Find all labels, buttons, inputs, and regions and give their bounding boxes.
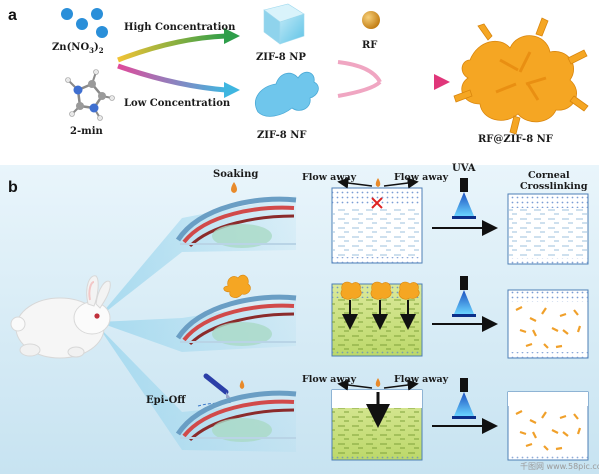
cornea-box-2	[331, 281, 423, 357]
eye-cross-section-1	[175, 196, 297, 248]
uva-lamp-1	[452, 178, 476, 219]
flow-away-label-right: Flow away	[394, 172, 449, 183]
cornea-box-3	[331, 378, 423, 461]
rf-zif8-composite-cluster	[453, 17, 589, 135]
panel-a: a Zn(NO3)2	[0, 0, 599, 165]
rf-merge-arrowhead	[434, 74, 450, 90]
high-concentration-label: High Concentration	[124, 22, 236, 33]
riboflavin-label: RF	[362, 40, 377, 51]
low-concentration-label: Low Concentration	[124, 98, 231, 109]
zif8-nanoflake	[255, 71, 319, 117]
rf-merge-arrow-lower	[337, 80, 382, 98]
drop-icon	[375, 178, 381, 187]
rf-merge-arrow-upper	[337, 60, 382, 84]
crosslinking-label-line1: Corneal	[528, 170, 570, 181]
panel-b: b Soaking	[0, 163, 599, 474]
flow-away-label-left-3: Flow away	[302, 374, 357, 385]
crosslinking-label-line2: Crosslinking	[520, 181, 588, 192]
blocked-cross-icon	[371, 197, 383, 209]
flow-away-arrow-right-3	[383, 379, 419, 391]
low-concentration-arrowhead	[224, 82, 240, 98]
cornea-box-1	[331, 178, 423, 264]
uva-label: UVA	[452, 163, 476, 174]
eye-cross-section-2	[175, 294, 297, 346]
rabbit-illustration	[10, 275, 111, 359]
soaking-label: Soaking	[213, 169, 258, 180]
panel-b-letter: b	[8, 179, 18, 196]
epi-off-label: Epi-Off	[146, 395, 186, 406]
zif8-nanoparticle-cube	[263, 3, 305, 45]
zif8-np-label: ZIF-8 NP	[256, 52, 306, 63]
uva-lamp-3	[452, 378, 476, 419]
zinc-nitrate-spheres	[61, 8, 108, 38]
flow-away-arrow-left	[337, 177, 373, 189]
zif8-nf-label: ZIF-8 NF	[257, 130, 306, 141]
flow-away-label-left: Flow away	[302, 172, 357, 183]
drop-icon	[239, 380, 245, 389]
panel-a-letter: a	[8, 7, 17, 24]
eye-cross-section-3	[175, 390, 297, 442]
methylimidazole-label: 2-min	[70, 126, 103, 137]
flow-away-label-right-3: Flow away	[394, 374, 449, 385]
rabbit-eye	[94, 313, 100, 319]
flow-away-arrow-right	[383, 177, 419, 189]
result-box-3	[507, 391, 589, 461]
high-concentration-arrow	[117, 33, 227, 63]
flow-away-arrow-left-3	[337, 379, 373, 391]
uva-lamp-2	[452, 276, 476, 317]
high-concentration-arrowhead	[224, 28, 240, 44]
low-concentration-arrow	[117, 63, 227, 93]
zinc-nitrate-label: Zn(NO3)2	[52, 42, 104, 55]
riboflavin-sphere	[362, 11, 380, 29]
composite-particle-icon	[223, 274, 251, 298]
watermark: 千图网 www.58pic.com	[520, 461, 599, 471]
composite-label: RF@ZIF-8 NF	[478, 134, 553, 145]
result-box-2	[507, 289, 589, 359]
result-box-1	[507, 193, 589, 265]
methylimidazole-molecule	[65, 69, 115, 121]
drop-icon	[231, 182, 237, 193]
